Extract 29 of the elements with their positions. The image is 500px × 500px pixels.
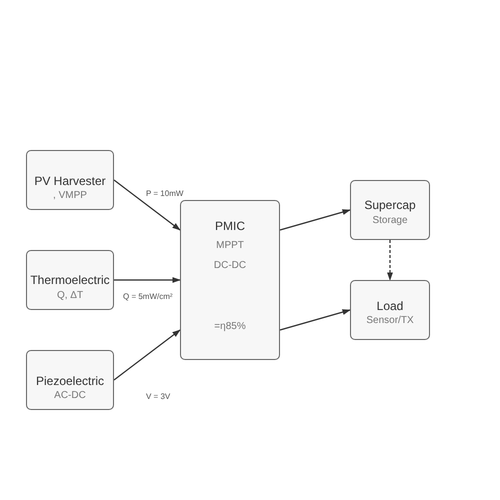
edge-label: V = 3V [145,393,172,401]
process-box [26,250,114,310]
node-title: PMIC [215,220,245,232]
arrow [114,330,181,380]
node-subtitle: =η85% [214,322,246,332]
edge-label: P = 10mW [145,190,184,198]
node-title: Supercap [364,198,416,210]
arrow [114,277,181,283]
node-title: Piezoelectric [36,374,104,386]
node-subtitle: MPPT [216,240,244,250]
arrow [280,309,351,331]
node-title: Load [376,300,404,312]
node-title: PV Harvester [34,174,106,186]
node-subtitle: AC-DC [54,390,86,400]
process-box [350,280,430,340]
dashed-arrow [387,240,393,281]
node-subtitle: , VMPP [53,190,87,200]
edge-label: Q = 5mW/cm² [122,293,174,301]
node-subtitle: Q, ΔT [56,290,84,300]
process-box [26,350,114,410]
node-subtitle: Sensor/TX [366,316,414,326]
arrow [280,209,351,231]
arrow [114,180,181,230]
node-title: Thermoelectric [30,274,110,286]
node-subtitle: Storage [372,216,408,226]
process-box [26,150,114,210]
process-box [350,180,430,240]
node-subtitle: DC-DC [214,260,246,270]
process-box [180,200,280,360]
